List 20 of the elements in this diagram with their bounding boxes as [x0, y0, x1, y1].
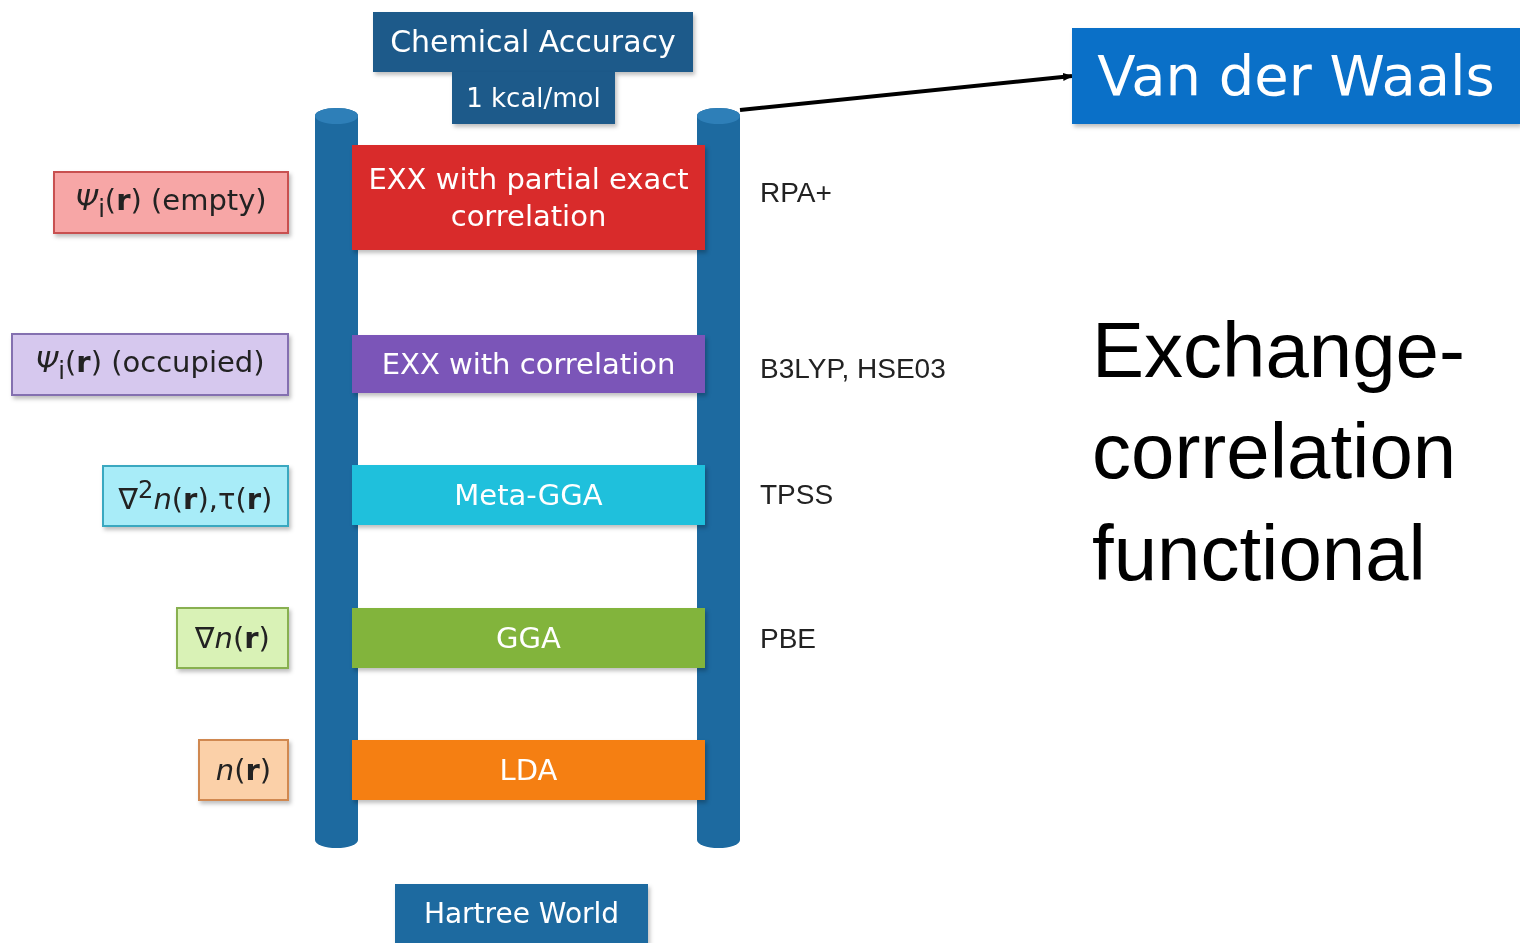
ladder-rung: EXX with correlation — [352, 335, 705, 393]
ladder-rung: GGA — [352, 608, 705, 668]
arrow — [739, 72, 1073, 112]
ingredient-box: Ψ$_{i}$(r) (empty) — [53, 171, 289, 234]
functional-label: B3LYP, HSE03 — [760, 352, 947, 386]
ingredient-box: ∇n(r) — [176, 607, 289, 669]
ingredient-box: Ψ$_{i}$(r) (occupied) — [11, 333, 289, 396]
functional-label: RPA+ — [760, 176, 833, 210]
ingredient-box: n(r) — [198, 739, 289, 801]
title-box: Chemical Accuracy — [373, 12, 693, 72]
highlight-box: Van der Waals — [1072, 28, 1520, 124]
functional-label: PBE — [760, 622, 818, 656]
base-box: Hartree World — [395, 884, 648, 943]
side-heading: Exchange-correlation functional — [1092, 305, 1466, 599]
ladder-rung: LDA — [352, 740, 705, 800]
accuracy-box: 1 kcal/mol — [452, 72, 615, 124]
ladder-rung: Meta-GGA — [352, 465, 705, 525]
functional-label: TPSS — [760, 478, 835, 512]
ladder-rung: EXX with partial exact correlation — [352, 145, 705, 250]
ingredient-box: ∇$^{2}$n(r),τ(r) — [102, 465, 289, 527]
